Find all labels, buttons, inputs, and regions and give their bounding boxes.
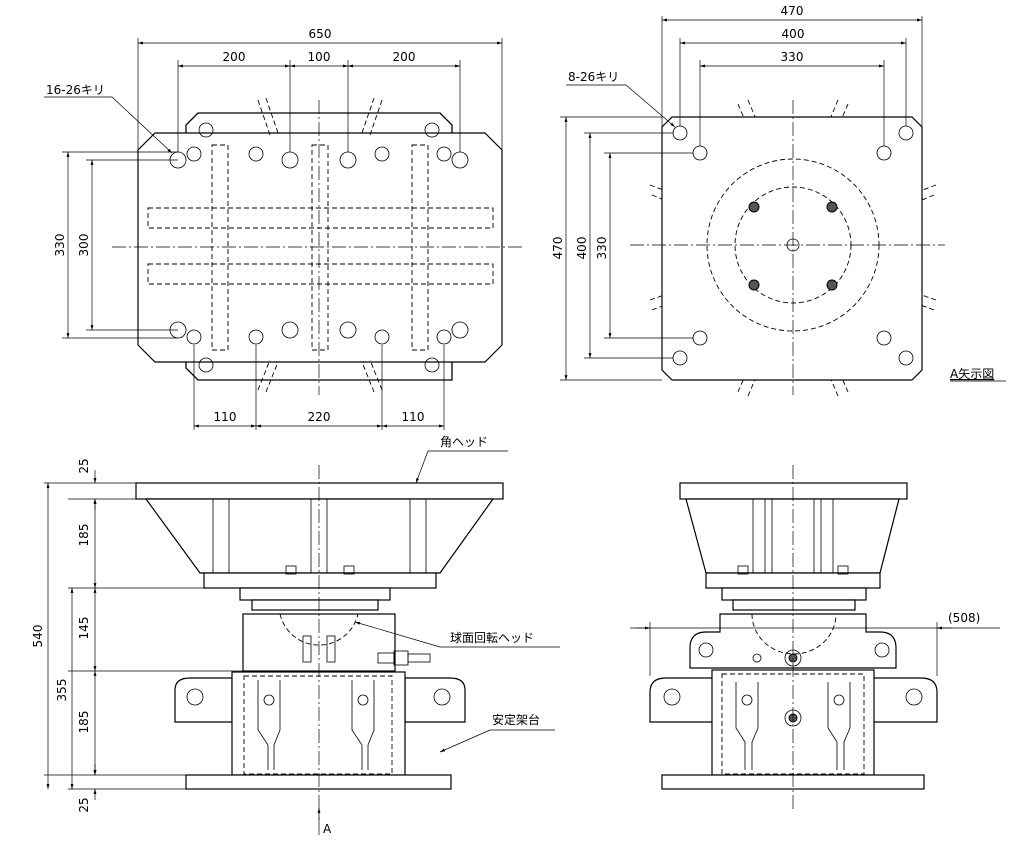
slot-left [302,635,312,663]
front-stand-hole-left [663,688,681,706]
front-head-plate [679,482,908,500]
view-arrow-label: A [323,822,332,836]
dim-middle: 145 [77,617,91,640]
leader-square-head [415,450,508,484]
stand-base-plate [185,774,452,790]
a-view-plate [661,116,923,381]
dim-a-width-inner: 330 [781,50,804,64]
dim-a-height-mid: 400 [575,237,589,260]
a-view-hole-leader [566,84,676,128]
leader-spherical-head [354,621,560,648]
leader-stable-stand [439,729,555,753]
a-view-title: A矢示図 [950,367,994,381]
dim-seg-mid: 100 [308,50,331,64]
dim-seg-right: 200 [393,50,416,64]
bolt-right [343,565,355,575]
side-view: A 25 185 145 185 25 540 355 角ヘッド [31,435,560,836]
dim-overall-height: 540 [31,625,45,648]
dim-seg-left: 200 [223,50,246,64]
front-stand-lug-left [649,677,721,723]
dim-a-width-mid: 400 [782,27,805,41]
dim-bottom-left: 110 [214,410,237,424]
front-view: (508) [630,465,1000,810]
top-view-main-plate [137,132,503,363]
rib-vertical-left [211,144,229,351]
angled-tabs [257,97,383,393]
a-view-hole-note: 8-26キリ [568,70,619,84]
square-head-body [144,498,495,574]
front-stand-brackets [735,682,851,770]
grease-fitting [377,650,431,666]
front-bolt-right [837,565,849,575]
a-view: 470 400 330 470 400 330 8-26キリ A矢示図 [551,4,1006,397]
lug-hole-right [433,688,451,706]
front-stand-hole-right [905,688,923,706]
stand-lugs [174,677,466,723]
spherical-head-lower-plate [251,599,379,611]
lug-hole-left [186,688,204,706]
front-lug-hole-left [698,642,714,658]
a-view-dimension-lines [564,18,922,380]
dim-overall-width: 650 [309,27,332,41]
dim-top-plate: 25 [77,458,91,473]
dim-a-height-inner: 330 [595,237,609,260]
dim-head-height: 185 [77,524,91,547]
dim-a-height-outer: 470 [551,237,565,260]
front-stand-lug-right [865,677,938,723]
stand-brackets [257,680,375,770]
front-small-hole [752,653,762,663]
top-view-hole-leader [44,96,173,154]
side-view-dimension-lines [46,470,97,800]
rib-horizontal-upper [147,207,494,229]
square-head-plate [135,482,504,500]
dim-base-plate: 25 [77,797,91,812]
front-head-body [685,498,900,574]
front-lug-hole-right [874,642,890,658]
top-view-holes [169,122,469,373]
label-stable-stand: 安定架台 [492,712,540,727]
a-view-bolt-holes [748,201,838,291]
front-spherical-lower [732,599,856,611]
label-spherical-head: 球面回転ヘッド [450,631,534,645]
dim-lower: 185 [77,711,91,734]
stand-frame [231,671,406,776]
rib-horizontal-lower [147,263,494,285]
dim-bottom-right: 110 [402,410,425,424]
top-view-dimension-lines [66,41,502,428]
side-view-extension-lines [44,482,243,790]
dim-a-width-outer: 470 [781,4,804,18]
front-head-ribs [752,499,834,573]
front-ref-dimension [630,622,1000,676]
top-view-hole-note: 16-26キリ [46,83,105,97]
square-head-ribs [212,499,427,573]
spherical-seat-hidden [279,613,359,646]
dim-height-inner: 300 [77,234,91,257]
top-view-extension-lines [62,38,503,430]
dim-bottom-mid: 220 [308,410,331,424]
a-view-extension-lines [560,16,923,381]
bolt-left [285,565,297,575]
square-head-lower-flange [203,572,437,589]
slot-right [326,635,336,663]
top-view: 650 200 100 200 110 220 110 330 300 16-2… [44,27,525,430]
front-bolt-left [737,565,749,575]
spherical-head-upper-plate [239,587,391,601]
stand-inner-hidden [243,675,393,775]
rib-vertical-right [411,144,429,351]
label-square-head: 角ヘッド [440,435,488,449]
front-spherical-upper [721,587,867,601]
dim-sub-height: 355 [55,679,69,702]
dim-ref-width: (508) [948,611,980,625]
rib-vertical-mid [311,144,329,351]
dim-height-outer: 330 [53,234,67,257]
